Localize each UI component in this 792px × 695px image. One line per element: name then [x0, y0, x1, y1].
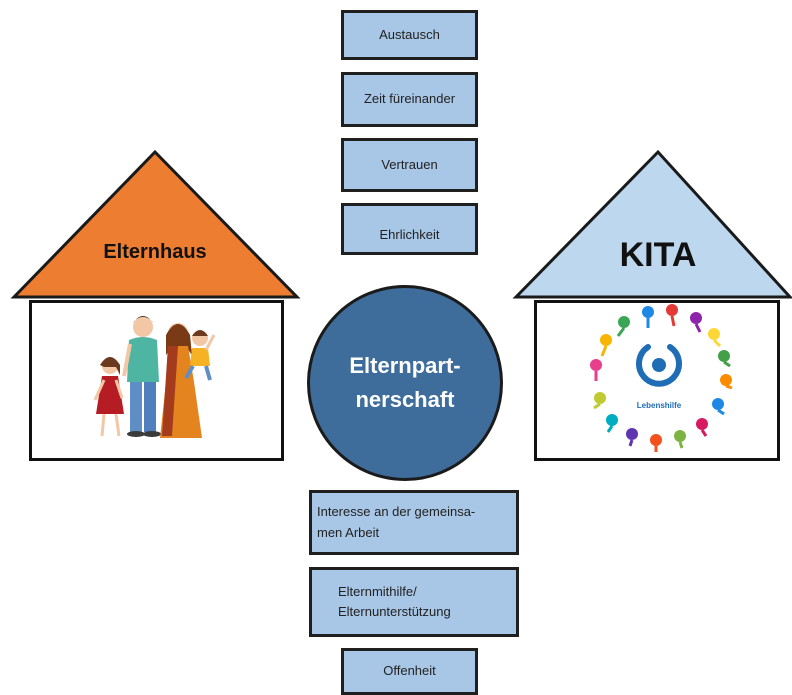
box-label: Vertrauen — [381, 156, 438, 172]
box-text: Interesse an der gemeinsa- men Arbeit — [317, 502, 475, 542]
lebenshilfe-symbol — [636, 344, 682, 387]
box-zeit-fuereinander: Zeit füreinander — [341, 72, 478, 127]
right-roof — [512, 149, 792, 299]
box-vertrauen: Vertrauen — [341, 138, 478, 192]
box-line-1: Interesse an der gemeinsa- — [317, 504, 476, 520]
girl-figure — [93, 357, 124, 437]
box-label: Offenheit — [383, 663, 436, 679]
box-text: Elternmithilfe/ Elternunterstützung — [338, 582, 451, 622]
box-label: Zeit füreinander — [363, 91, 456, 107]
box-austausch: Austausch — [341, 10, 478, 60]
center-line-1: Elternpart- — [349, 352, 461, 378]
box-elternmithilfe: Elternmithilfe/ Elternunterstützung — [309, 567, 519, 637]
box-label: Ehrlichkeit — [379, 226, 440, 242]
box-interesse: Interesse an der gemeinsa- men Arbeit — [309, 490, 519, 555]
box-offenheit: Offenheit — [341, 648, 478, 695]
father-figure — [122, 316, 161, 437]
box-line-1: Elternmithilfe/ — [338, 583, 417, 599]
box-label: Austausch — [379, 26, 440, 42]
logo-wordmark: Lebenshilfe — [637, 401, 682, 410]
roof-label-elternhaus: Elternhaus — [103, 241, 207, 263]
left-roof — [10, 149, 301, 299]
roof-label-kita: KITA — [619, 236, 697, 274]
child-figure — [184, 330, 216, 381]
box-line-2: men Arbeit — [317, 524, 380, 540]
box-ehrlichkeit: Ehrlichkeit — [341, 203, 478, 255]
center-line-2: nerschaft — [355, 387, 455, 412]
center-circle: Elternpart- nerschaft — [307, 285, 503, 481]
children-ring — [590, 304, 733, 452]
box-line-2: Elternunterstützung — [338, 604, 451, 619]
